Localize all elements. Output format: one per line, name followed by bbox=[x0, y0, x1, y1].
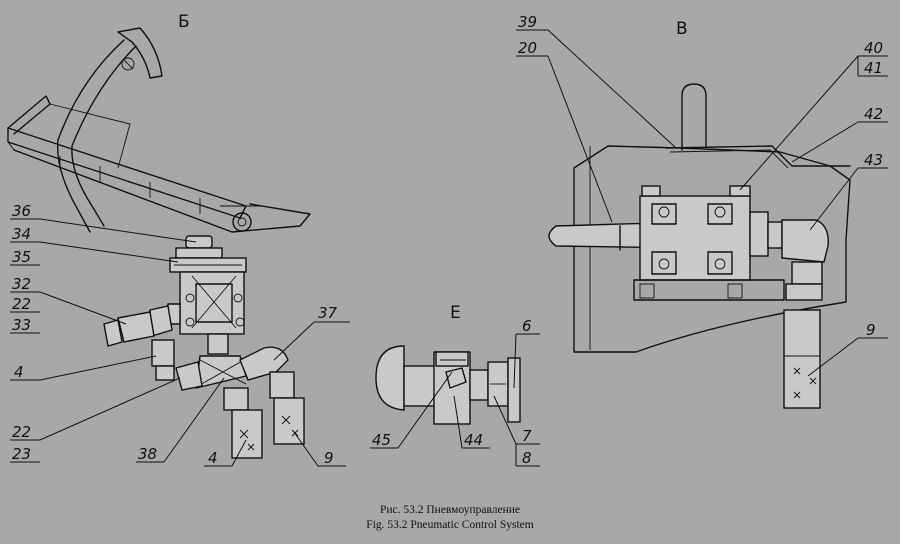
callout-36: 36 bbox=[12, 202, 31, 220]
callout-32: 32 bbox=[12, 275, 31, 293]
view-label-b: Б bbox=[178, 12, 190, 32]
callout-4-bottom: 4 bbox=[208, 449, 218, 467]
callout-20: 20 bbox=[518, 39, 537, 57]
callout-38: 38 bbox=[138, 445, 157, 463]
figure-caption-en: Fig. 53.2 Pneumatic Control System bbox=[366, 519, 534, 531]
callout-35: 35 bbox=[12, 248, 31, 266]
callout-numbers: 36 34 35 32 22 33 4 22 23 38 4 9 37 45 4… bbox=[12, 13, 883, 467]
view-label-e: Е bbox=[450, 303, 461, 323]
callout-9-left: 9 bbox=[324, 449, 334, 467]
callout-44: 44 bbox=[464, 431, 483, 449]
callout-45: 45 bbox=[372, 431, 391, 449]
callout-39: 39 bbox=[518, 13, 537, 31]
callout-8: 8 bbox=[522, 449, 532, 467]
view-e-detail bbox=[375, 345, 521, 425]
view-v-tap-assembly bbox=[548, 83, 851, 409]
callout-42: 42 bbox=[864, 105, 883, 123]
view-b-pedal-assembly bbox=[7, 27, 311, 459]
callout-4-left: 4 bbox=[14, 363, 24, 381]
view-label-v: В bbox=[676, 19, 688, 39]
callout-34: 34 bbox=[12, 225, 31, 243]
callout-6: 6 bbox=[522, 317, 532, 335]
callout-22-top: 22 bbox=[12, 295, 31, 313]
callout-33: 33 bbox=[12, 316, 31, 334]
callout-41: 41 bbox=[864, 59, 883, 77]
leader-lines bbox=[10, 29, 888, 467]
callout-37: 37 bbox=[318, 304, 338, 322]
callout-23: 23 bbox=[12, 445, 31, 463]
callout-40: 40 bbox=[864, 39, 883, 57]
callout-22-bottom: 22 bbox=[12, 423, 31, 441]
callout-7: 7 bbox=[522, 427, 532, 445]
callout-43: 43 bbox=[864, 151, 883, 169]
figure-caption-ru: Рис. 53.2 Пневмоуправление bbox=[379, 504, 521, 516]
callout-9-right: 9 bbox=[866, 321, 876, 339]
